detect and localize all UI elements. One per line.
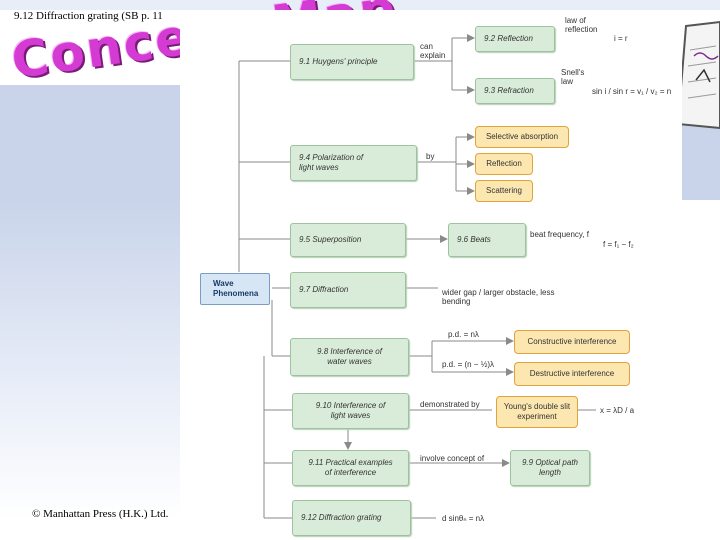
node-interference-water[interactable]: 9.8 Interference of water waves — [290, 338, 409, 376]
outcome-scattering[interactable]: Scattering — [475, 180, 533, 202]
label-diffraction-note: wider gap / larger obstacle, less bendin… — [442, 288, 555, 306]
outcome-destructive-interference[interactable]: Destructive interference — [514, 362, 630, 386]
node-label: 9.1 Huygens' principle — [299, 57, 378, 66]
label-demonstrated-by: demonstrated by — [420, 400, 480, 409]
concept-map-panel: Wave Phenomena 9.1 Huygens' principle 9.… — [180, 10, 682, 540]
node-label: 9.8 Interference of water waves — [317, 347, 382, 366]
node-label: 9.9 Optical path length — [521, 458, 579, 477]
label-grating-equation: d sinθₙ = nλ — [442, 514, 485, 523]
label-beat-frequency: beat frequency, f — [530, 230, 589, 239]
node-diffraction-grating[interactable]: 9.12 Diffraction grating — [292, 500, 411, 536]
node-huygens-principle[interactable]: 9.1 Huygens' principle — [290, 44, 414, 80]
label-snells-law: Snell's law — [561, 68, 585, 86]
label-reflection-equation: i = r — [614, 34, 628, 43]
root-node-wave-phenomena[interactable]: Wave Phenomena — [200, 273, 270, 305]
label-law-of-reflection: law of reflection — [565, 16, 598, 34]
node-label: 9.5 Superposition — [299, 235, 362, 244]
label-pd-constructive: p.d. = nλ — [448, 330, 479, 339]
node-refraction[interactable]: 9.3 Refraction — [475, 78, 555, 104]
outcome-youngs-double-slit[interactable]: Young's double slit experiment — [496, 396, 578, 428]
node-label: 9.7 Diffraction — [299, 285, 349, 294]
node-label: 9.10 Interference of light waves — [315, 401, 386, 420]
slide-title: 9.12 Diffraction grating (SB p. 11 — [14, 10, 163, 22]
node-optical-path-length[interactable]: 9.9 Optical path length — [510, 450, 590, 486]
node-label: 9.12 Diffraction grating — [301, 513, 382, 522]
label-beat-equation: f = f₁ − f₂ — [603, 240, 634, 249]
node-label: 9.3 Refraction — [484, 86, 534, 95]
label-pd-destructive: p.d. = (n − ½)λ — [442, 360, 495, 369]
node-interference-light[interactable]: 9.10 Interference of light waves — [292, 393, 409, 429]
node-practical-interference[interactable]: 9.11 Practical examples of interference — [292, 450, 409, 486]
connector-lines — [238, 34, 596, 519]
node-reflection[interactable]: 9.2 Reflection — [475, 26, 555, 52]
label-can-explain: can explain — [420, 42, 446, 60]
outcome-reflection[interactable]: Reflection — [475, 153, 533, 175]
node-label: 9.6 Beats — [457, 235, 491, 244]
outcome-selective-absorption[interactable]: Selective absorption — [475, 126, 569, 148]
label-refraction-equation: sin i / sin r = v₁ / v₂ = n — [592, 87, 672, 96]
slide-top-strip — [0, 0, 720, 10]
node-polarization[interactable]: 9.4 Polarization of light waves — [290, 145, 417, 181]
notebook-decoration-icon — [676, 20, 720, 130]
copyright-notice: © Manhattan Press (H.K.) Ltd. — [32, 508, 169, 520]
outcome-constructive-interference[interactable]: Constructive interference — [514, 330, 630, 354]
background-fade — [0, 200, 180, 520]
node-label: 9.2 Reflection — [484, 34, 533, 43]
label-young-equation: x = λD / a — [600, 406, 635, 415]
label-by: by — [426, 152, 435, 161]
node-diffraction[interactable]: 9.7 Diffraction — [290, 272, 406, 308]
node-label: 9.11 Practical examples of interference — [308, 458, 393, 477]
label-involve-concept: involve concept of — [420, 454, 485, 463]
node-beats[interactable]: 9.6 Beats — [448, 223, 526, 257]
node-superposition[interactable]: 9.5 Superposition — [290, 223, 406, 257]
node-label: 9.4 Polarization of light waves — [299, 153, 364, 172]
